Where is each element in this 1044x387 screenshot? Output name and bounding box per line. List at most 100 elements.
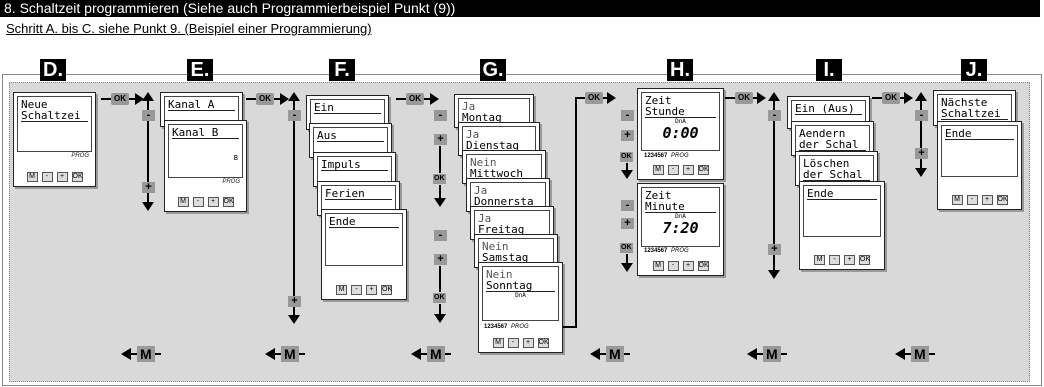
ok-key[interactable]: OK [381,285,393,295]
arrow-line [725,97,735,99]
arrow-line [575,97,585,99]
device-d: Neue Schaltzei PROG M - + OK [13,92,96,187]
arrow-left-icon [265,348,275,360]
m-key-label: M [281,346,299,362]
device-buttons: M - + OK [14,172,95,182]
step-label-j: J. [961,59,990,84]
screen-text: Schaltzei [941,108,1008,120]
arrow-shaft [773,101,775,271]
prog-label: PROG [71,152,89,159]
ok-key[interactable]: OK [537,338,549,348]
screen-i4: Ende [803,185,881,238]
ok-key-label: OK [256,93,274,105]
screen-text: Ende [329,216,399,228]
m-key[interactable]: M [814,255,825,265]
arrow-line [424,98,430,100]
screen-f3: Impuls [317,156,392,183]
day-state: Ja [466,128,480,141]
arrow-down-icon [621,170,633,179]
minus-key[interactable]: - [667,261,679,271]
screen-i2: Aendern der Schal [795,125,870,153]
arrow-shaft [920,101,922,169]
screen-g4: Ja Donnersta [470,182,546,209]
screen-text: Ein [314,102,381,114]
plus-key[interactable]: + [207,197,219,207]
day-state: Nein [470,156,497,169]
arrow-line [905,353,911,355]
ok-key-label: OK [111,93,129,105]
arrow-right-icon [280,93,289,105]
screen-text: Minute [645,201,716,213]
ok-key[interactable]: OK [697,165,709,175]
minus-key[interactable]: - [192,197,204,207]
step-label-i: I. [816,59,845,84]
minus-key[interactable]: - [966,195,978,205]
plus-sign: + [621,130,634,141]
plus-key[interactable]: + [844,255,855,265]
step-label-g: G. [480,59,509,84]
arrow-line [129,98,135,100]
screen-text: Kanal B [172,127,239,139]
m-key[interactable]: M [492,338,504,348]
plus-key[interactable]: + [682,165,694,175]
m-key[interactable]: M [652,165,664,175]
minus-sign: - [434,110,447,121]
arrow-down-icon [768,270,780,279]
ok-key[interactable]: OK [697,261,709,271]
weekday-marker: DnA [675,118,686,125]
screen-f5: Ende [325,213,403,267]
arrow-shaft [439,146,441,173]
arrow-line [928,353,935,355]
section-header: 8. Schaltzeit programmieren (Siehe auch … [0,0,1044,17]
screen-text: der Schal [799,139,866,151]
m-key-label: M [911,346,929,362]
plus-key[interactable]: + [682,261,694,271]
minus-key[interactable]: - [41,172,53,182]
arrow-right-icon [430,93,439,105]
ok-key[interactable]: OK [996,195,1008,205]
screen-text: Aus [317,130,384,142]
ok-key[interactable]: OK [859,255,871,265]
screen-text: Aendern [799,127,846,140]
connector-line [563,326,577,328]
m-key[interactable]: M [26,172,38,182]
ok-key[interactable]: OK [222,197,234,207]
minus-key[interactable]: - [667,165,679,175]
m-key[interactable]: M [951,195,963,205]
m-key[interactable]: M [336,285,347,295]
arrow-right-icon [607,92,616,104]
arrow-left-icon [747,348,757,360]
device-e: Kanal B B PROG M - + OK [164,120,247,212]
ok-key-label: OK [735,92,753,104]
arrow-line [275,353,281,355]
ok-key-label: OK [433,293,446,303]
m-key-label: M [606,346,624,362]
device-buttons: M - + OK [938,195,1021,205]
m-key[interactable]: M [652,261,664,271]
ok-key[interactable]: OK [71,172,83,182]
plus-key[interactable]: + [366,285,377,295]
day-state: Ja [462,100,476,113]
arrow-down-icon [288,315,300,324]
step-label-h: H. [667,59,696,84]
minus-key[interactable]: - [829,255,840,265]
minus-key[interactable]: - [351,285,362,295]
arrow-line [603,97,607,99]
m-key[interactable]: M [177,197,189,207]
day-indicator: 1234567 PROG [644,153,689,159]
plus-key[interactable]: + [522,338,534,348]
m-back-arrow: M [747,346,787,362]
channel-marker: B [233,154,238,162]
arrow-down-icon [434,198,446,207]
header-edge-mark [1039,0,1044,17]
screen-text: Stunde [645,106,716,118]
minus-key[interactable]: - [507,338,519,348]
arrow-up-icon [768,92,780,101]
m-back-arrow: M [121,346,161,362]
plus-key[interactable]: + [981,195,993,205]
weekday-marker: DnA [515,292,526,299]
arrow-shaft [439,185,441,199]
plus-key[interactable]: + [56,172,68,182]
ok-arrow: OK [725,91,766,105]
